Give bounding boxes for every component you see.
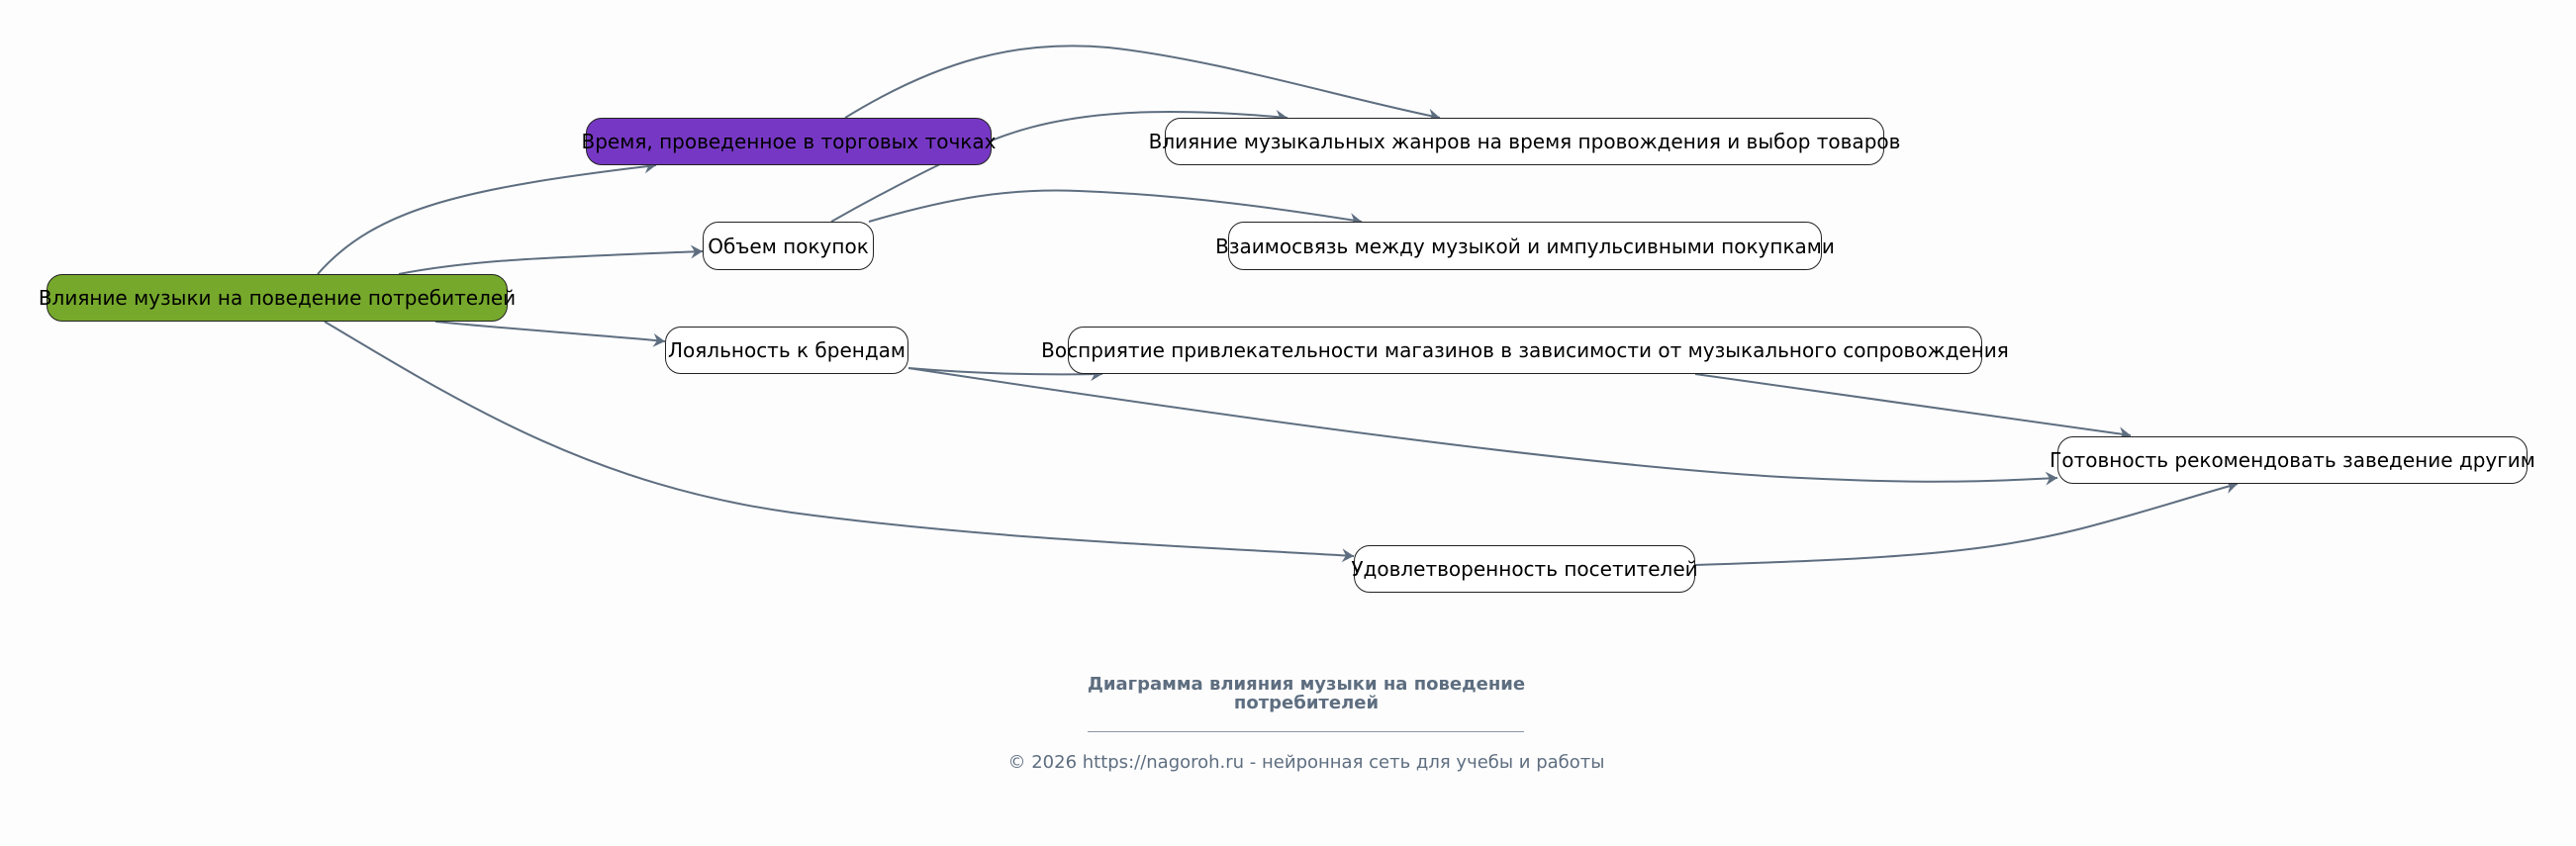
node-music-genres[interactable]: Влияние музыкальных жанров на время пров… [1149, 118, 1900, 165]
node-recommend[interactable]: Готовность рекомендовать заведение други… [2050, 436, 2535, 484]
footer-divider [1088, 731, 1524, 732]
node-impulse-purchases[interactable]: Взаимосвязь между музыкой и импульсивным… [1215, 222, 1835, 270]
edge-satisfaction-recommend [1694, 480, 2239, 566]
node-visitor-satisfaction[interactable]: Удовлетворенность посетителей [1351, 545, 1698, 593]
node-purchase-volume[interactable]: Объем покупок [703, 222, 874, 270]
edge-root-loyalty [434, 321, 666, 347]
edge-time-genres [844, 45, 1441, 123]
edge-root-volume [398, 244, 704, 275]
node-store-perception[interactable]: Восприятие привлекательности магазинов в… [1041, 327, 2009, 374]
copyright-text: © 2026 https://nagoroh.ru - нейронная се… [1007, 752, 1605, 773]
edge-perception-recommend [1694, 373, 2132, 441]
edge-loyalty-recommend [907, 367, 2058, 486]
diagram-caption: Диаграмма влияния музыки на поведение по… [1087, 674, 1526, 713]
edge-volume-impulse [868, 189, 1363, 228]
edge-root-time [317, 159, 657, 275]
node-time-in-stores[interactable]: Время, проведенное в торговых точках [582, 118, 996, 165]
node-brand-loyalty[interactable]: Лояльность к брендам [665, 327, 908, 374]
node-root[interactable]: Влияние музыки на поведение потребителей [39, 274, 516, 322]
